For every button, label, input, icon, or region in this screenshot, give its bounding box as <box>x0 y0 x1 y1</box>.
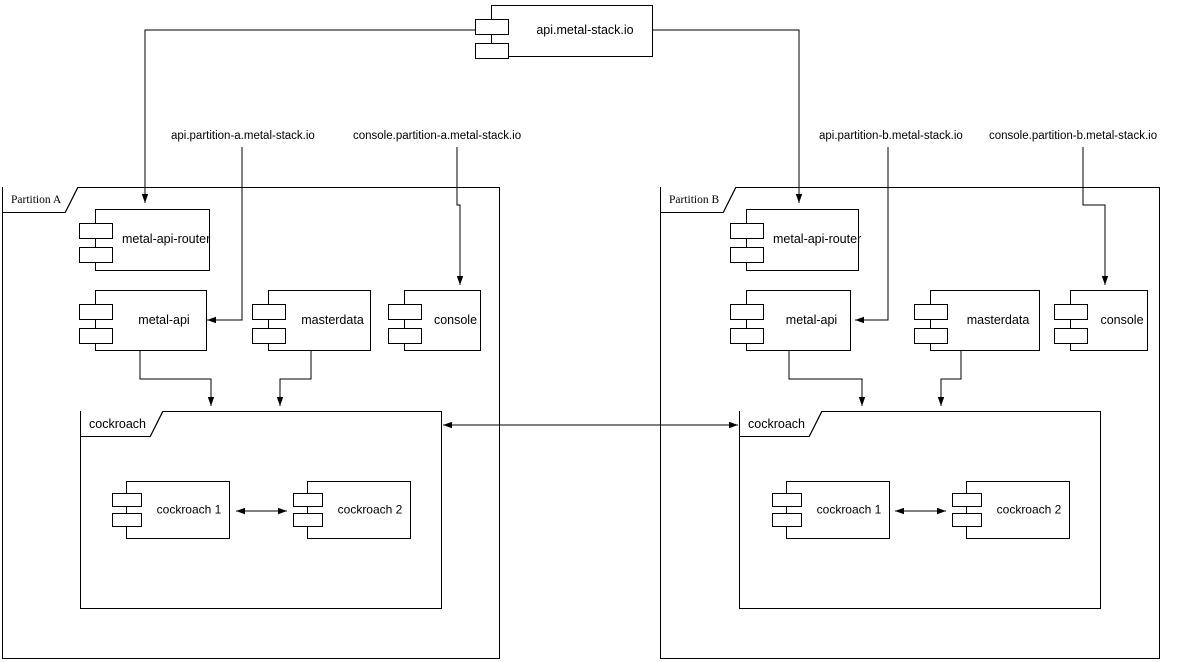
uml-component-tab-bottom-icon <box>914 328 948 344</box>
uml-component-tab-top-icon <box>952 493 982 507</box>
partition-a-cockroach-group <box>80 411 442 609</box>
partition-label-text: Partition A <box>11 193 62 206</box>
component-a-cockroach-1[interactable]: cockroach 1 <box>112 481 230 539</box>
uml-component-tab-bottom-icon <box>730 247 764 263</box>
cockroach-group-label-text: cockroach <box>748 416 805 431</box>
uml-component-tab-bottom-icon <box>252 328 286 344</box>
edge-api-b-to-metal-api <box>855 147 889 324</box>
uml-component-tab-top-icon <box>112 493 142 507</box>
folded-corner-icon <box>808 411 822 437</box>
component-b-console[interactable]: console <box>1054 290 1148 351</box>
edge-masterdata-b-to-cockroach <box>937 351 962 406</box>
edge-masterdata-a-to-cockroach <box>276 351 312 406</box>
uml-component-tab-bottom-icon <box>293 513 323 527</box>
uml-component-tab-top-icon <box>730 223 764 239</box>
uml-component-tab-bottom-icon <box>388 328 422 344</box>
component-a-metal-api[interactable]: metal-api <box>79 290 207 351</box>
component-b-cockroach-2[interactable]: cockroach 2 <box>952 481 1070 539</box>
component-label: cockroach 2 <box>337 502 403 517</box>
folded-corner-icon <box>723 187 737 213</box>
uml-component-tab-top-icon <box>914 304 948 320</box>
uml-component-tab-bottom-icon <box>79 247 113 263</box>
uml-component-tab-top-icon <box>730 304 764 320</box>
edge-metal-api-b-to-cockroach <box>788 351 866 406</box>
component-label: cockroach 1 <box>816 502 882 517</box>
cockroach-group-label-text: cockroach <box>89 416 146 431</box>
uml-component-tab-top-icon <box>252 304 286 320</box>
component-b-metal-api[interactable]: metal-api <box>730 290 851 351</box>
component-label: metal-api-router <box>773 232 862 247</box>
caption-api-partition-b: api.partition-b.metal-stack.io <box>819 130 963 142</box>
component-b-cockroach-1[interactable]: cockroach 1 <box>772 481 890 539</box>
component-label: metal-api <box>785 312 838 327</box>
uml-component-tab-top-icon <box>772 493 802 507</box>
component-label: cockroach 2 <box>996 502 1062 517</box>
partition-b-cockroach-group-label: cockroach <box>739 411 822 437</box>
edge-api-a-to-metal-api <box>207 147 243 324</box>
uml-component-tab-bottom-icon <box>475 43 509 59</box>
component-a-masterdata[interactable]: masterdata <box>252 290 371 351</box>
uml-component-tab-top-icon <box>79 223 113 239</box>
folded-corner-icon <box>149 411 163 437</box>
uml-component-tab-bottom-icon <box>112 513 142 527</box>
component-label: console <box>433 312 478 327</box>
component-b-metal-api-router[interactable]: metal-api-router <box>730 209 862 271</box>
uml-component-tab-top-icon <box>475 19 509 35</box>
edge-metal-api-a-to-cockroach <box>139 351 215 406</box>
component-a-console[interactable]: console <box>388 290 481 351</box>
edge-api-to-router-a <box>141 29 481 203</box>
uml-component-tab-bottom-icon <box>79 328 113 344</box>
component-label: cockroach 1 <box>156 502 222 517</box>
uml-component-tab-top-icon <box>79 304 113 320</box>
component-label: api.metal-stack.io <box>536 23 634 38</box>
folded-corner-icon <box>65 187 79 213</box>
component-label: console <box>1100 312 1144 327</box>
component-a-cockroach-2[interactable]: cockroach 2 <box>293 481 411 539</box>
partition-a-label: Partition A <box>2 187 79 213</box>
partition-b-cockroach-group <box>739 411 1101 609</box>
uml-component-tab-top-icon <box>293 493 323 507</box>
component-label: masterdata <box>966 312 1030 327</box>
component-a-metal-api-router[interactable]: metal-api-router <box>79 209 211 271</box>
edge-console-a-to-console <box>456 147 464 285</box>
edge-api-to-router-b <box>653 29 803 203</box>
partition-label-text: Partition B <box>669 193 720 206</box>
uml-component-tab-top-icon <box>388 304 422 320</box>
component-label: metal-api <box>138 312 190 327</box>
caption-console-partition-b: console.partition-b.metal-stack.io <box>989 130 1158 142</box>
component-label: masterdata <box>301 312 364 327</box>
partition-b-label: Partition B <box>660 187 737 213</box>
uml-component-tab-bottom-icon <box>730 328 764 344</box>
component-b-masterdata[interactable]: masterdata <box>914 290 1040 351</box>
caption-api-partition-a: api.partition-a.metal-stack.io <box>171 130 315 142</box>
uml-component-tab-top-icon <box>1054 304 1088 320</box>
component-api-gateway[interactable]: api.metal-stack.io <box>475 5 653 59</box>
partition-a-cockroach-group-label: cockroach <box>80 411 163 437</box>
uml-component-tab-bottom-icon <box>772 513 802 527</box>
uml-component-tab-bottom-icon <box>1054 328 1088 344</box>
caption-console-partition-a: console.partition-a.metal-stack.io <box>353 130 522 142</box>
edge-console-b-to-console <box>1082 147 1109 285</box>
component-label: metal-api-router <box>122 232 211 247</box>
uml-component-tab-bottom-icon <box>952 513 982 527</box>
